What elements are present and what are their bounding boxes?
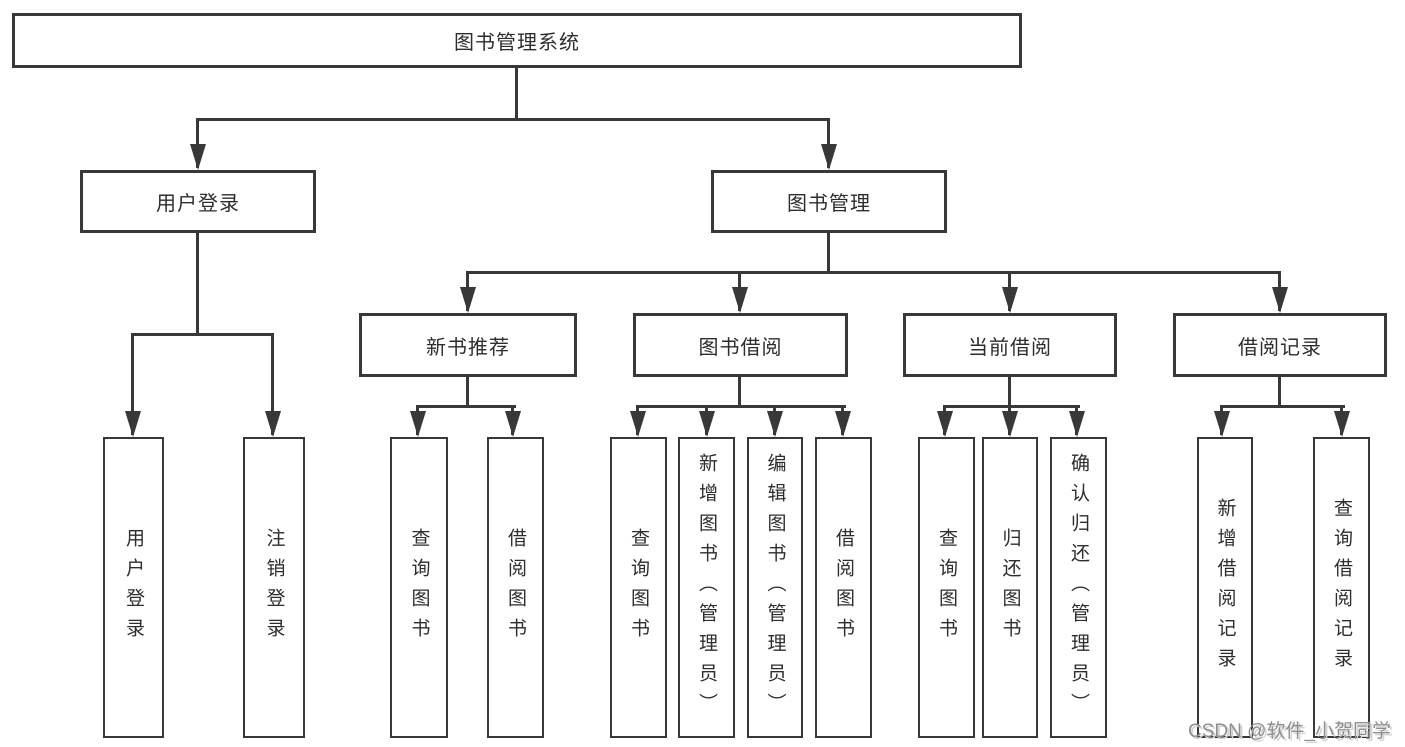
arrow-down-icon bbox=[410, 411, 426, 437]
leaf-cb-return-books: 归还图书 bbox=[982, 437, 1038, 738]
connector-line bbox=[943, 405, 1080, 408]
leaf-br-query-record: 查询借阅记录 bbox=[1313, 437, 1370, 738]
leaf-bb-edit-book-admin: 编辑图书（管理员） bbox=[747, 437, 803, 738]
connector-line bbox=[1008, 376, 1011, 408]
leaf-nbr-query-books-label: 查询图书 bbox=[408, 527, 430, 648]
arrow-down-icon bbox=[1002, 287, 1018, 313]
connector-line bbox=[131, 333, 134, 435]
arrow-down-icon bbox=[265, 411, 281, 437]
connector-line bbox=[466, 376, 469, 408]
connector-line bbox=[271, 333, 274, 435]
arrow-down-icon bbox=[190, 144, 206, 170]
connector-line bbox=[1278, 376, 1281, 408]
connector-line bbox=[197, 118, 830, 121]
arrow-down-icon bbox=[821, 144, 837, 170]
connector-line bbox=[827, 118, 830, 168]
leaf-cb-return-books-label: 归还图书 bbox=[999, 527, 1021, 648]
node-book-management: 图书管理 bbox=[711, 170, 947, 233]
arrow-down-icon bbox=[937, 411, 953, 437]
connector-line bbox=[515, 68, 518, 120]
connector-line bbox=[131, 333, 274, 336]
leaf-bb-edit-book-admin-label: 编辑图书（管理员） bbox=[764, 452, 786, 723]
node-book-borrow: 图书借阅 bbox=[633, 313, 848, 377]
arrow-down-icon bbox=[1002, 411, 1018, 437]
leaf-cb-confirm-return-admin-label: 确认归还（管理员） bbox=[1068, 452, 1089, 723]
leaf-nbr-query-books: 查询图书 bbox=[390, 437, 448, 738]
arrow-down-icon bbox=[699, 411, 715, 437]
arrow-down-icon bbox=[460, 287, 476, 313]
leaf-cb-query-books-label: 查询图书 bbox=[936, 527, 957, 648]
connector-line bbox=[738, 376, 741, 408]
leaf-logout-label: 注销登录 bbox=[263, 527, 285, 648]
connector-line bbox=[827, 232, 830, 274]
connector-line bbox=[196, 232, 199, 336]
leaf-cb-query-books: 查询图书 bbox=[918, 437, 975, 738]
node-borrow-record: 借阅记录 bbox=[1173, 313, 1387, 377]
arrow-down-icon bbox=[505, 411, 521, 437]
connector-line bbox=[1220, 405, 1345, 408]
node-user-login: 用户登录 bbox=[80, 170, 316, 233]
connector-line bbox=[636, 405, 846, 408]
leaf-logout: 注销登录 bbox=[243, 437, 305, 738]
node-library-system: 图书管理系统 bbox=[12, 13, 1022, 68]
leaf-bb-add-book-admin: 新增图书（管理员） bbox=[678, 437, 735, 738]
leaf-bb-borrow-books-label: 借阅图书 bbox=[833, 527, 854, 648]
leaf-bb-add-book-admin-label: 新增图书（管理员） bbox=[696, 452, 717, 723]
leaf-br-add-record: 新增借阅记录 bbox=[1197, 437, 1253, 738]
node-new-book-recommend: 新书推荐 bbox=[359, 313, 577, 377]
leaf-br-add-record-label: 新增借阅记录 bbox=[1214, 497, 1236, 678]
arrow-down-icon bbox=[1214, 411, 1230, 437]
leaf-nbr-borrow-books-label: 借阅图书 bbox=[505, 527, 526, 648]
leaf-nbr-borrow-books: 借阅图书 bbox=[487, 437, 544, 738]
connector-line bbox=[416, 405, 516, 408]
leaf-br-query-record-label: 查询借阅记录 bbox=[1331, 497, 1352, 678]
leaf-bb-query-books: 查询图书 bbox=[610, 437, 667, 738]
csdn-watermark: CSDN @软件_小贺同学 bbox=[1188, 721, 1391, 742]
node-current-borrow: 当前借阅 bbox=[903, 313, 1117, 377]
arrow-down-icon bbox=[732, 287, 748, 313]
arrow-down-icon bbox=[1272, 287, 1288, 313]
arrow-down-icon bbox=[1069, 411, 1085, 437]
arrow-down-icon bbox=[835, 411, 851, 437]
leaf-user-login-label: 用户登录 bbox=[123, 527, 144, 648]
leaf-cb-confirm-return-admin: 确认归还（管理员） bbox=[1050, 437, 1107, 738]
arrow-down-icon bbox=[1334, 411, 1350, 437]
connector-line bbox=[196, 118, 199, 168]
leaf-bb-borrow-books: 借阅图书 bbox=[815, 437, 872, 738]
arrow-down-icon bbox=[630, 411, 646, 437]
leaf-bb-query-books-label: 查询图书 bbox=[628, 527, 649, 648]
connector-line bbox=[466, 271, 1281, 274]
arrow-down-icon bbox=[125, 411, 141, 437]
arrow-down-icon bbox=[767, 411, 783, 437]
leaf-user-login: 用户登录 bbox=[103, 437, 164, 738]
